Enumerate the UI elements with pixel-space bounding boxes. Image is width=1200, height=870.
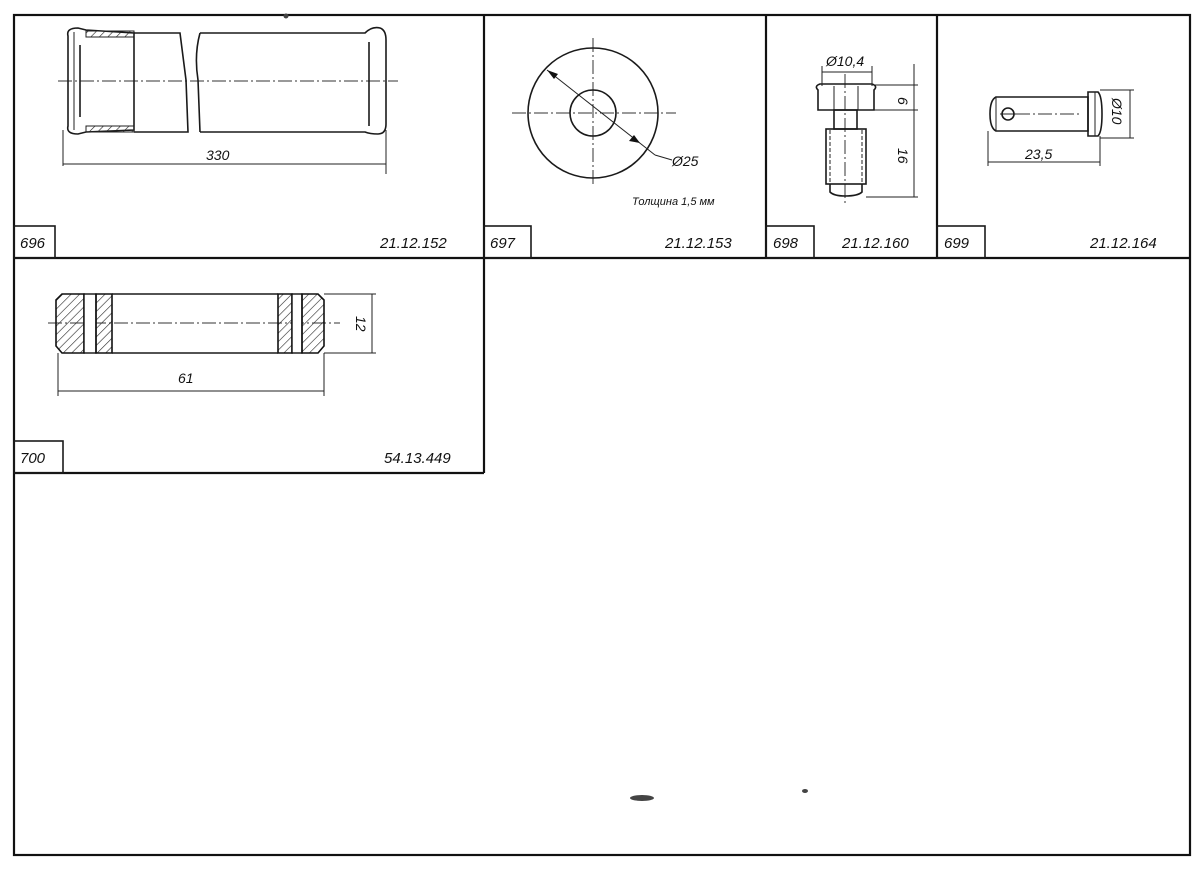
part-697-cell: Ø25 Толщина 1,5 мм 697 21.12.153 [483,38,732,259]
bolt-drawing: Ø10,4 6 16 [815,53,918,206]
washer-drawing: Ø25 Толщина 1,5 мм [512,38,715,208]
bushing-drawing: 61 12 [48,293,376,396]
dimension-diameter: 12 [353,316,369,332]
dimension-length: 61 [178,370,194,386]
tube-drawing: 330 [58,26,398,174]
dimension-head-height: 6 [895,97,911,105]
dimension-diameter: Ø10,4 [825,53,864,69]
part-700-cell: 61 12 700 54.13.449 [13,293,451,474]
part-number-box [765,225,815,259]
part-number-box [13,440,64,474]
part-number-box [13,225,56,259]
part-698-cell: Ø10,4 6 16 698 21.12.160 [765,53,918,259]
dimension-diameter: Ø25 [671,153,699,169]
part-number: 697 [490,235,516,252]
part-number: 696 [20,235,46,252]
dimension-diameter: Ø10 [1109,97,1125,125]
part-696-cell: 330 696 21.12.152 [13,26,447,259]
part-number-box [936,225,986,259]
part-code: 21.12.160 [841,235,909,252]
part-code: 21.12.152 [379,235,447,252]
part-code: 21.12.164 [1089,235,1157,252]
part-699-cell: 23,5 Ø10 699 21.12.164 [936,89,1157,259]
thickness-note: Толщина 1,5 мм [632,196,715,208]
part-number: 698 [773,235,799,252]
part-number: 700 [20,450,46,467]
scan-specks [283,13,808,801]
dimension-shank-length: 16 [895,148,911,164]
part-number: 699 [944,235,970,252]
sheet-border [12,13,1192,857]
part-number-box [483,225,532,259]
dimension-length: 23,5 [1024,146,1052,162]
part-code: 54.13.449 [384,450,451,467]
dimension-length: 330 [206,147,230,163]
part-code: 21.12.153 [664,235,732,252]
pin-drawing: 23,5 Ø10 [987,89,1134,166]
